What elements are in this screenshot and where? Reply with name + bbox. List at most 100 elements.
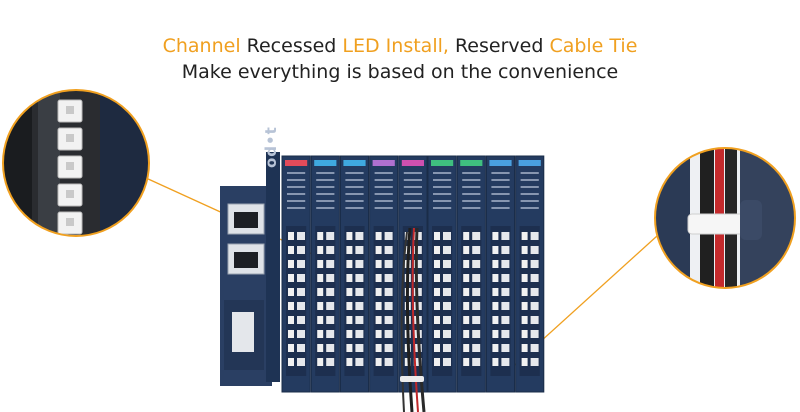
led-window	[521, 358, 528, 366]
led-window	[521, 302, 528, 310]
module-label-strip	[343, 160, 366, 166]
led-window	[521, 232, 528, 240]
led-window	[317, 316, 324, 324]
led-window	[492, 246, 499, 254]
led-window	[375, 358, 382, 366]
led-window	[463, 344, 470, 352]
led-window	[463, 288, 470, 296]
io-module	[515, 155, 545, 393]
led-window	[521, 330, 528, 338]
led-window	[317, 330, 324, 338]
cable-tie	[400, 376, 424, 382]
led-window	[434, 232, 440, 240]
led-window	[375, 316, 382, 324]
headline-channel: Channel	[162, 35, 241, 57]
led-window	[463, 274, 470, 282]
led-window	[521, 316, 528, 324]
led-window	[346, 274, 353, 282]
headline-reserved: Reserved	[448, 35, 550, 57]
led-window	[492, 288, 499, 296]
led-window	[463, 246, 470, 254]
led-window	[346, 344, 353, 352]
led-window	[463, 260, 470, 268]
brand-logo: od•t	[262, 126, 280, 168]
led-window	[288, 358, 294, 366]
led-window	[521, 288, 528, 296]
led-window	[404, 232, 411, 240]
led-window	[375, 232, 382, 240]
led-window	[434, 288, 440, 296]
led-window	[375, 330, 382, 338]
module-label-strip	[401, 160, 424, 166]
led-window	[288, 260, 294, 268]
led-window	[434, 302, 440, 310]
led-window	[375, 344, 382, 352]
led-window	[463, 302, 470, 310]
led-window	[434, 330, 440, 338]
led-window	[434, 358, 440, 366]
led-window	[521, 344, 528, 352]
led-window	[521, 246, 528, 254]
led-window	[346, 302, 353, 310]
led-window	[375, 274, 382, 282]
led-window	[288, 246, 294, 254]
led-window	[317, 302, 324, 310]
led-window	[463, 232, 470, 240]
module-label-strip	[285, 160, 308, 166]
led-window	[434, 246, 440, 254]
led-window	[288, 344, 294, 352]
led-window	[434, 274, 440, 282]
module-label-strip	[460, 160, 483, 166]
led-window	[434, 316, 440, 324]
led-window	[492, 232, 499, 240]
led-window	[375, 302, 382, 310]
led-window	[317, 274, 324, 282]
led-window	[288, 302, 294, 310]
subline: Make everything is based on the convenie…	[181, 61, 619, 83]
cable-tie-callout-ring	[654, 147, 796, 289]
led-window	[317, 358, 324, 366]
led-window	[346, 232, 353, 240]
led-window	[434, 344, 440, 352]
module-label-strip	[314, 160, 337, 166]
headline-recessed: Recessed	[240, 35, 343, 57]
io-module	[456, 155, 486, 393]
led-window	[492, 260, 499, 268]
cable-bundle	[400, 227, 426, 412]
module-label-strip	[372, 160, 395, 166]
led-window	[317, 260, 324, 268]
io-module	[281, 155, 311, 393]
led-window	[434, 260, 440, 268]
led-window	[375, 288, 382, 296]
cable-tie-callout	[655, 148, 795, 288]
led-window	[346, 288, 353, 296]
led-window	[521, 260, 528, 268]
led-window	[463, 358, 470, 366]
module-label-strip	[431, 160, 454, 166]
led-window	[521, 274, 528, 282]
led-callout-ring	[2, 89, 150, 237]
led-window	[317, 246, 324, 254]
led-window	[492, 302, 499, 310]
led-window	[492, 316, 499, 324]
io-module	[339, 155, 370, 393]
led-window	[492, 274, 499, 282]
led-window	[346, 260, 353, 268]
led-window	[288, 330, 294, 338]
led-window	[288, 316, 294, 324]
led-window	[317, 232, 324, 240]
headline-led-install: LED Install,	[342, 35, 449, 57]
led-window	[288, 274, 294, 282]
io-module	[310, 155, 340, 393]
led-window	[463, 330, 470, 338]
coupler-module	[220, 152, 280, 386]
led-window	[346, 330, 353, 338]
led-window	[492, 330, 499, 338]
led-window	[288, 288, 294, 296]
led-window	[317, 288, 324, 296]
led-window	[375, 260, 382, 268]
led-window	[492, 344, 499, 352]
led-window	[346, 316, 353, 324]
led-window	[346, 246, 353, 254]
